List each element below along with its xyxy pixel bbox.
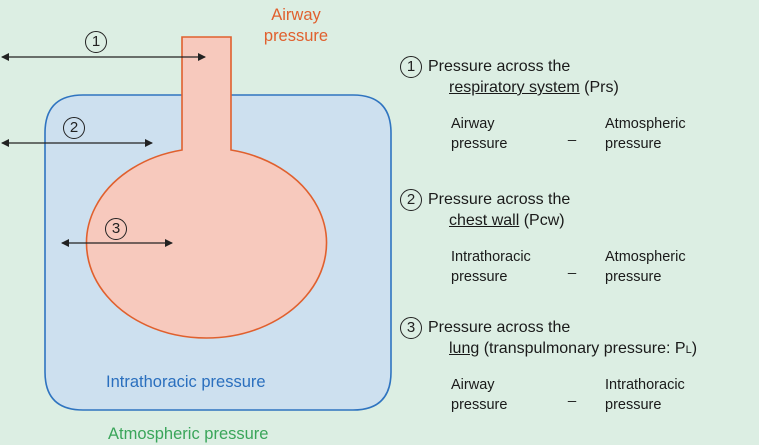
item-title: Pressure across the <box>428 191 571 208</box>
legend-item-1: 1 Pressure across the respiratory system… <box>400 56 758 158</box>
item-number: 1 <box>400 56 422 78</box>
item-subject-line: respiratory system (Prs) <box>449 79 619 96</box>
item-title: Pressure across the <box>428 319 571 336</box>
marker-3: 3 <box>105 218 127 240</box>
item-subject-line: chest wall (Pcw) <box>449 212 565 229</box>
item-number: 2 <box>400 189 422 211</box>
equation-minus: _ <box>568 259 577 275</box>
marker-1: 1 <box>85 31 107 53</box>
lung <box>85 36 328 339</box>
legend-item-2: 2 Pressure across the chest wall (Pcw) I… <box>400 189 758 291</box>
equation-minus: _ <box>568 387 577 403</box>
atmospheric-pressure-label: Atmospheric pressure <box>108 425 269 443</box>
item-title: Pressure across the <box>428 58 571 75</box>
item-subject-line: lung (transpulmonary pressure: PL) <box>449 340 698 357</box>
airway-pressure-label: Airway pressure <box>263 6 329 45</box>
item-number: 3 <box>400 317 422 339</box>
equation-minus: _ <box>568 126 577 142</box>
marker-2: 2 <box>63 117 85 139</box>
legend-item-3: 3 Pressure across the lung (transpulmona… <box>400 317 758 419</box>
intrathoracic-pressure-label: Intrathoracic pressure <box>106 373 266 391</box>
